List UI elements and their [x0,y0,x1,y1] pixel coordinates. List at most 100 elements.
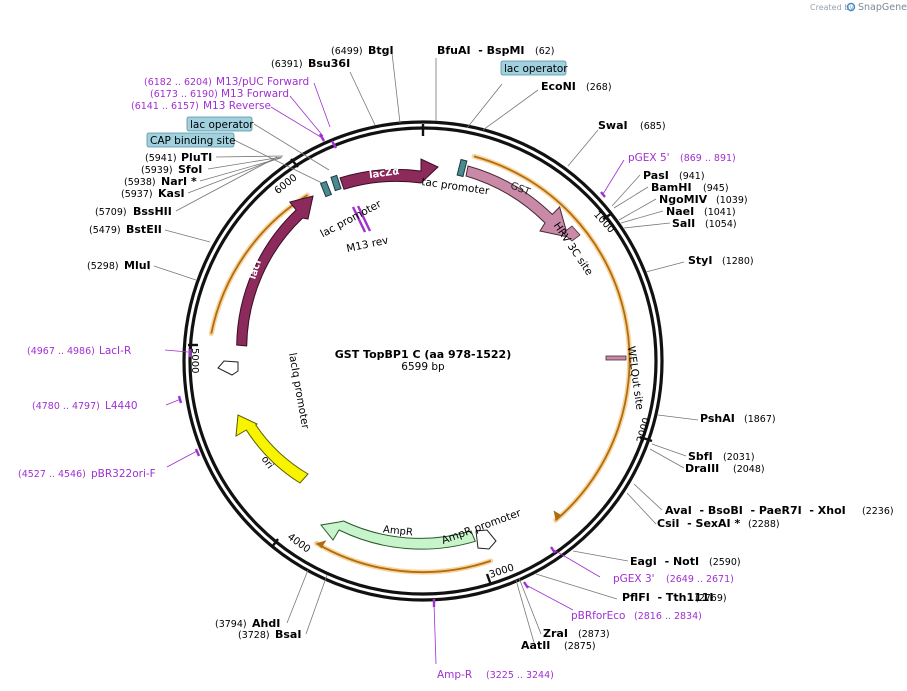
cap-site-box[interactable] [330,174,342,192]
snapgene-logo-icon [846,2,856,12]
svg-text:(1041): (1041) [704,207,736,218]
svg-text:(6141 .. 6157): (6141 .. 6157) [131,101,199,112]
enzyme-zrai[interactable]: ZraI (2873) [543,627,610,640]
svg-text:M13 Forward: M13 Forward [221,88,289,100]
enzyme-csii-sexai[interactable]: CsiI - SexAI * (2288) [657,517,780,530]
svg-text:(5941): (5941) [145,153,177,164]
enzyme-avai-group[interactable]: AvaI - BsoBI - PaeR7I - XhoI (2236) [665,504,894,517]
svg-text:SalI: SalI [672,217,695,230]
cap-binding-site-label[interactable]: CAP binding site [146,132,236,148]
svg-text:NarI *: NarI * [161,175,197,188]
lac-operator-left-label[interactable]: lac operator [186,116,254,132]
enzyme-bsai[interactable]: (3728) BsaI [238,628,301,641]
primer-leader-lines [164,82,625,665]
primer-pgex-3[interactable]: pGEX 3' (2649 .. 2671) [613,573,734,585]
primer-amp-r[interactable]: Amp-R (3225 .. 3244) [437,669,554,681]
enzyme-ngomiv[interactable]: NgoMIV (1039) [659,193,748,206]
svg-text:(2590): (2590) [709,557,741,568]
map-size: 6599 bp [401,361,445,373]
svg-text:(2031): (2031) [723,452,755,463]
enzyme-econi[interactable]: EcoNI (268) [541,80,612,93]
primer-m13-reverse[interactable]: (6141 .. 6157) M13 Reverse [131,100,271,112]
svg-text:Bsu36I: Bsu36I [308,57,350,70]
primer-l4440[interactable]: (4780 .. 4797) L4440 [32,400,138,412]
enzyme-swai[interactable]: SwaI (685) [598,119,666,132]
primer-pbrforeco[interactable]: pBRforEco (2816 .. 2834) [571,610,702,622]
svg-text:EagI - NotI: EagI - NotI [630,555,699,568]
enzyme-btgi[interactable]: (6499) BtgI [331,44,394,57]
svg-text:StyI: StyI [688,254,712,267]
svg-text:SwaI: SwaI [598,119,628,132]
enzyme-ahdi[interactable]: (3794) AhdI [215,617,280,630]
svg-text:pGEX 5': pGEX 5' [628,152,670,164]
primer-m13-forward[interactable]: (6173 .. 6190) M13 Forward [150,88,289,100]
primer-laci-r[interactable]: (4967 .. 4986) LacI-R [27,345,131,357]
svg-text:(945): (945) [703,183,729,194]
enzyme-bsu36i[interactable]: (6391) Bsu36I [271,57,350,70]
svg-text:(62): (62) [535,46,555,57]
enzyme-sfoi[interactable]: (5939) SfoI [141,163,202,176]
svg-text:BamHI: BamHI [651,181,692,194]
orf-lines [208,153,633,575]
svg-text:(2816 .. 2834): (2816 .. 2834) [634,611,702,622]
svg-text:NaeI: NaeI [666,205,694,218]
lac-operator-top-label[interactable]: lac operator [500,60,568,76]
enzyme-bsshii[interactable]: (5709) BssHII [95,205,172,218]
svg-text:(6173 .. 6190): (6173 .. 6190) [150,89,218,100]
lacza-arrow[interactable] [339,158,439,190]
svg-text:PshAI: PshAI [700,412,735,425]
enzyme-bfuai-bspmi[interactable]: BfuAI - BspMI (62) [437,44,555,57]
tac-operator-box[interactable] [456,158,468,178]
svg-text:CAP binding site: CAP binding site [150,135,236,147]
svg-text:(5298): (5298) [87,261,119,272]
boxed-labels: lac operator lac operator CAP binding si… [146,60,568,148]
enzyme-kasi[interactable]: (5937) KasI [121,187,185,200]
primer-pgex-5[interactable]: pGEX 5' (869 .. 891) [628,152,736,164]
svg-text:NgoMIV: NgoMIV [659,193,708,206]
lac-operator-box[interactable] [319,180,333,198]
enzyme-sali[interactable]: SalI (1054) [672,217,737,230]
enzyme-aatii[interactable]: AatII (2875) [521,639,596,652]
svg-text:(2288): (2288) [748,519,780,530]
enzyme-sbfi[interactable]: SbfI (2031) [688,450,755,463]
enzyme-bamhi[interactable]: BamHI (945) [651,181,729,194]
svg-text:PflFI - Tth111I: PflFI - Tth111I [622,591,714,604]
laciq-promoter-arrow[interactable] [217,360,239,376]
svg-text:(1280): (1280) [722,256,754,267]
svg-text:ZraI: ZraI [543,627,568,640]
enzyme-draiii[interactable]: DraIII (2048) [685,462,765,475]
enzyme-mlui[interactable]: (5298) MluI [87,259,151,272]
enzyme-bsteii[interactable]: (5479) BstEII [89,223,162,236]
svg-text:L4440: L4440 [105,400,138,412]
svg-text:CsiI - SexAI *: CsiI - SexAI * [657,517,740,530]
gst-arrow[interactable] [465,165,569,238]
enzyme-eagi-noti[interactable]: EagI - NotI (2590) [630,555,741,568]
leader-lines [153,52,699,647]
primer-m13-puc-forward[interactable]: (6182 .. 6204) M13/pUC Forward [144,76,309,88]
enzyme-nari[interactable]: (5938) NarI * [124,175,197,188]
ampr-label: AmpR [382,524,413,538]
enzyme-styi[interactable]: StyI (1280) [688,254,754,267]
map-center: GST TopBP1 C (aa 978-1522) 6599 bp [335,348,511,373]
enzyme-pshai[interactable]: PshAI (1867) [700,412,776,425]
enzyme-pasi[interactable]: PasI (941) [643,169,705,182]
enzyme-pflfi-tth111i[interactable]: PflFI - Tth111I (2769) [622,591,727,604]
snapgene-credit[interactable]: Created by SnapGene [810,2,907,13]
hrv-site-mark[interactable] [562,225,581,242]
enzyme-naei[interactable]: NaeI (1041) [666,205,736,218]
welqut-site-mark[interactable] [605,355,627,361]
svg-text:BssHII: BssHII [133,205,172,218]
map-name: GST TopBP1 C (aa 978-1522) [335,348,511,361]
svg-text:BfuAI - BspMI: BfuAI - BspMI [437,44,525,57]
ori-arrow[interactable] [235,414,309,484]
enzyme-labels: (6499) BtgI (6391) Bsu36I BfuAI - BspMI … [87,44,894,652]
svg-text:(1039): (1039) [716,195,748,206]
svg-text:M13 Reverse: M13 Reverse [203,100,271,112]
ampr-arrow[interactable] [320,520,476,550]
primer-pbr322ori-f[interactable]: (4527 .. 4546) pBR322ori-F [18,468,156,480]
svg-text:(268): (268) [586,82,612,93]
enzyme-pluti[interactable]: (5941) PluTI [145,151,212,164]
ampr-promoter-arrow[interactable] [475,529,497,550]
laci-arrow[interactable] [236,195,314,347]
